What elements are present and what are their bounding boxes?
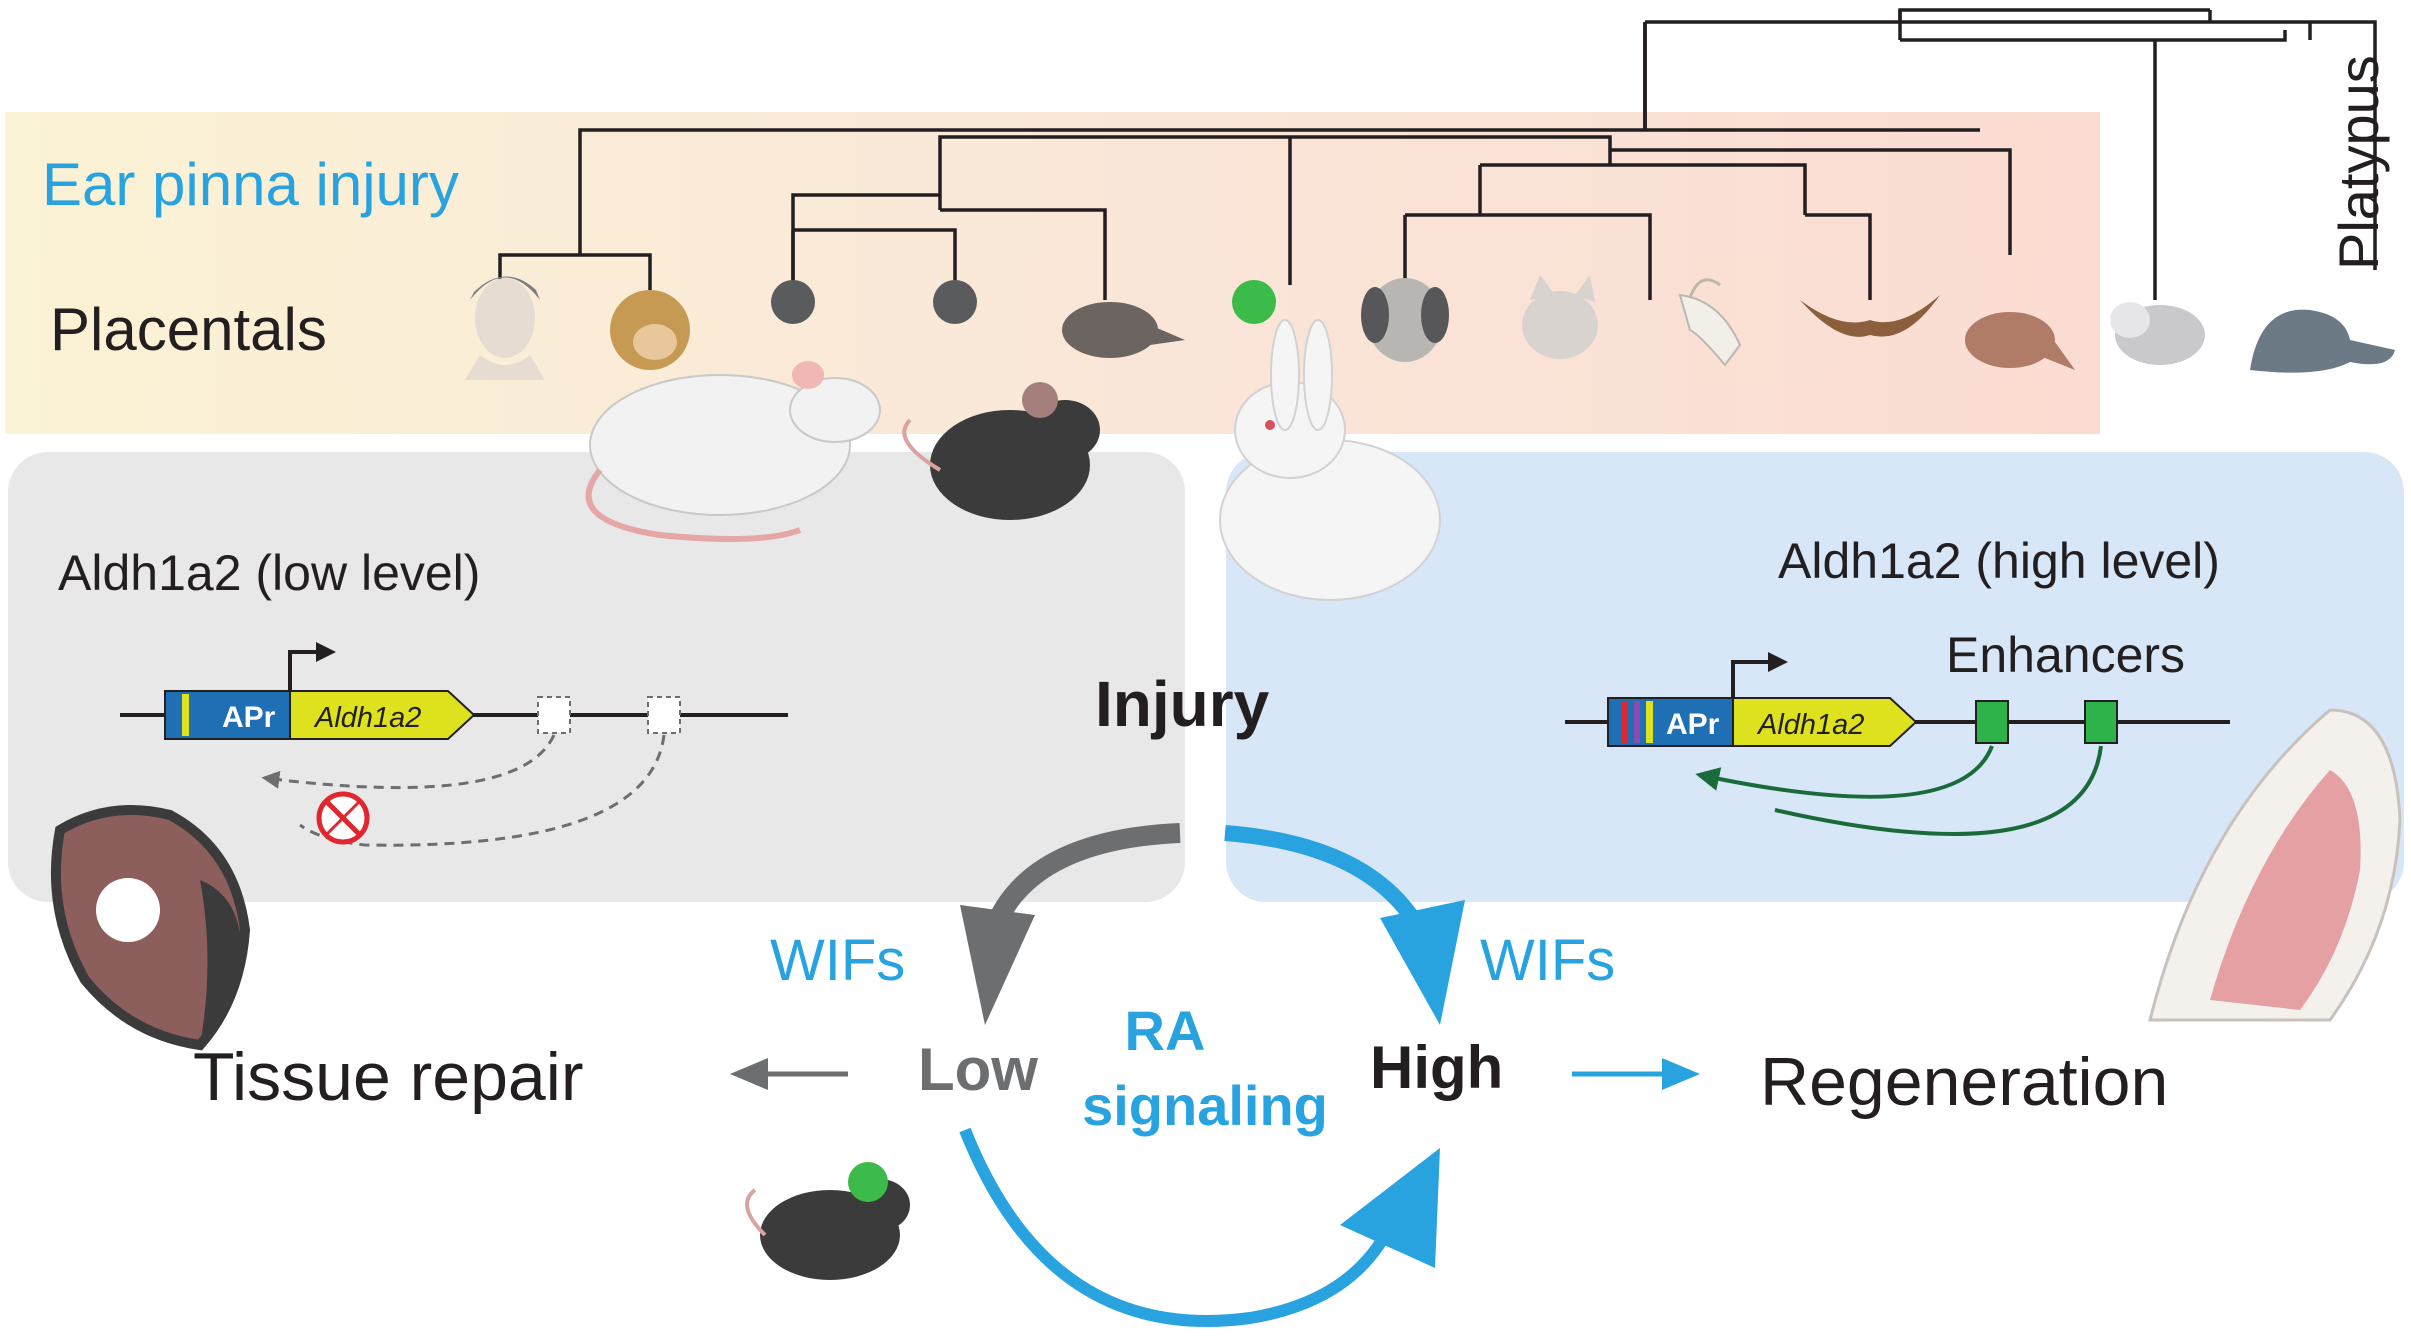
dog-icon [1361,278,1449,362]
tree-node-dark [771,280,815,324]
low-level-panel [8,452,1185,902]
human-icon [465,276,545,380]
high-gene-label: Aldh1a2 [1756,709,1864,741]
high-panel-title: Aldh1a2 (high level) [1778,533,2220,589]
high-label: High [1370,1034,1503,1101]
mouse-illustration [902,382,1100,520]
low-gene-label: Aldh1a2 [313,702,421,734]
ra-label: RA [1125,999,1206,1062]
inactive-enhancer [537,696,571,734]
active-enhancer [1975,700,2009,744]
platypus-icon [2250,309,2395,373]
tissue-repair-label: Tissue repair [193,1039,584,1115]
high-promoter-box [1607,697,1734,747]
armadillo-icon [1965,312,2075,370]
inactive-enhancer [647,696,681,734]
high-response-arrow [1224,825,1465,1025]
rat-illustration [585,361,881,542]
low-gene-construct: APr Aldh1a2 [120,642,788,847]
low-label: Low [918,1036,1038,1103]
signaling-label: signaling [1082,1074,1328,1137]
outgroup-label: Platypus [2327,55,2390,270]
ra-rescue-arrow [959,1127,1440,1327]
opossum-icon [2110,302,2205,365]
low-response-arrow [960,823,1181,1025]
wifs-right-label: WIFs [1480,928,1615,993]
bat-icon [1800,295,1940,337]
monkey-icon [610,290,690,370]
enhancers-label: Enhancers [1946,627,2185,683]
context-label: Ear pinna injury [42,151,459,218]
high-level-panel [1226,452,2404,902]
low-tss-arrow [288,642,336,691]
treated-mouse-illustration [745,1162,910,1280]
repair-arrow [730,1058,848,1090]
cat-icon [1522,275,1598,359]
low-promoter-label: APr [222,701,276,734]
low-panel-title: Aldh1a2 (low level) [58,545,480,601]
phylogenetic-tree [498,8,2377,300]
mouse-ear-wound-illustration [50,805,251,1051]
high-tss-arrow [1731,652,1788,698]
injury-label: Injury [1095,668,1270,740]
rabbit-ear-illustration [2148,708,2402,1022]
wifs-left-label: WIFs [770,928,905,993]
shrew-icon [1062,302,1185,358]
group-label: Placentals [50,296,327,363]
regeneration-arrow [1572,1058,1700,1090]
high-gene-construct: APr Aldh1a2 [1565,652,2230,836]
rabbit-illustration [1219,319,1441,601]
high-promoter-label: APr [1666,708,1720,741]
active-enhancer [2084,700,2118,744]
goat-icon [1678,278,1742,367]
tree-node-green [1232,280,1276,324]
high-gene-box [1732,697,1918,747]
inhibition-icon [316,791,370,845]
regeneration-label: Regeneration [1760,1044,2168,1120]
tree-node-dark [933,280,977,324]
low-gene-box [289,690,476,740]
